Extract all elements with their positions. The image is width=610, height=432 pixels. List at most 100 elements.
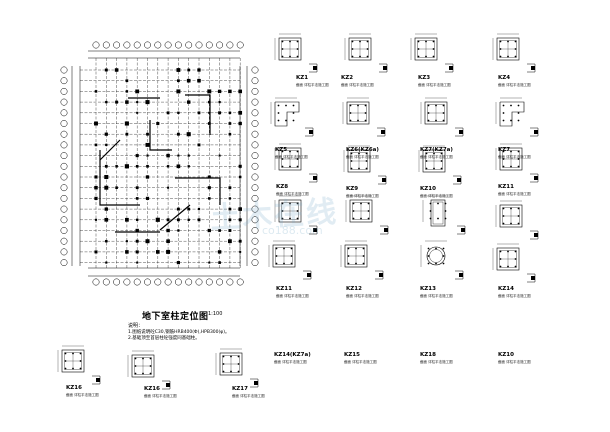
rebar-dot — [425, 55, 427, 58]
rebar-dot — [296, 158, 299, 160]
column-section-note: 截面 详柱平法施工图 — [498, 360, 531, 364]
rebar-dot — [517, 215, 520, 217]
rebar-dot — [72, 352, 74, 355]
plan-column — [135, 197, 139, 200]
axis-bubble-left — [60, 237, 68, 245]
column-section — [343, 145, 387, 185]
rebar-dot — [275, 247, 278, 250]
rebar-dot — [437, 202, 439, 205]
plan-column — [176, 261, 180, 265]
plan-column — [124, 164, 129, 169]
plan-column — [228, 229, 232, 232]
rebar-dot — [358, 167, 360, 170]
axis-bubble-bottom — [113, 278, 121, 286]
rebar-dot — [417, 48, 420, 50]
rebar-dot — [277, 119, 280, 122]
column-section — [345, 195, 389, 235]
axis-bubble-top — [185, 41, 193, 49]
rebar-dot — [360, 217, 362, 220]
column-section-note: 截面 详柱平法施工图 — [498, 83, 531, 87]
plan-column — [125, 90, 129, 93]
axis-bubble-left — [60, 227, 68, 234]
rebar-dot — [507, 40, 509, 43]
plan-column — [104, 174, 109, 180]
plan-column — [187, 207, 191, 211]
axis-bubble-top — [216, 41, 224, 49]
rebar-dot — [425, 152, 428, 155]
rebar-dot — [502, 150, 505, 153]
axis-bubble-right — [251, 120, 259, 127]
rebar-dot — [149, 365, 152, 367]
rebar-dot — [517, 104, 520, 107]
axis-bubble-right — [251, 227, 259, 234]
rebar-dot — [444, 217, 447, 220]
column-section-note: 截面 详柱平法施工图 — [232, 394, 265, 398]
rebar-dot — [417, 55, 420, 58]
plan-column — [208, 197, 211, 200]
column-section — [495, 97, 539, 137]
rebar-dot — [499, 40, 502, 43]
rebar-dot — [514, 258, 517, 260]
rebar-dot — [364, 112, 367, 114]
plan-column — [135, 186, 139, 190]
rebar-dot — [350, 152, 353, 155]
rebar-dot — [442, 255, 445, 257]
column-section — [57, 345, 101, 385]
rebar-dot — [435, 104, 437, 107]
rebar-dot — [427, 119, 430, 122]
axis-bubble-right — [251, 184, 259, 192]
rebar-dot — [510, 104, 512, 107]
plan-scale: 1:100 — [208, 311, 223, 317]
plan-column — [125, 250, 129, 254]
rebar-dot — [507, 265, 509, 268]
rebar-dot — [517, 119, 520, 122]
rebar-dot — [275, 255, 278, 257]
column-id-label: KZ8 — [276, 184, 289, 190]
column-id-label: KZ4 — [498, 75, 511, 81]
rebar-dot — [437, 217, 439, 220]
rebar-dot — [347, 255, 350, 257]
plan-column — [105, 239, 108, 243]
rebar-dot — [502, 207, 505, 210]
plan-column — [166, 228, 170, 233]
axis-bubble-right — [251, 194, 259, 202]
column-id-label: KZ13 — [420, 286, 436, 292]
axis-bubble-right — [251, 173, 259, 181]
axis-bubble-top — [236, 41, 244, 49]
axis-bubble-bottom — [144, 278, 151, 286]
rebar-dot — [222, 363, 225, 365]
rebar-dot — [364, 119, 367, 122]
plan-column — [177, 79, 180, 83]
rebar-dot — [355, 262, 357, 265]
plan-column — [218, 229, 221, 232]
rebar-dot — [510, 150, 512, 153]
plan-column — [135, 228, 139, 233]
plan-column — [177, 229, 180, 232]
column-section-note: 截面 详柱平法施工图 — [344, 360, 377, 364]
plan-column — [177, 111, 180, 114]
rebar-dot — [444, 202, 447, 205]
column-section — [215, 348, 259, 388]
plan-column — [238, 218, 242, 222]
rebar-dot — [433, 152, 435, 155]
column-section — [268, 240, 312, 280]
plan-column — [104, 132, 108, 136]
plan-column — [218, 261, 221, 264]
rebar-dot — [362, 247, 365, 250]
rebar-dot — [349, 112, 352, 114]
rebar-dot — [281, 48, 284, 50]
rebar-dot — [351, 40, 354, 43]
axis-bubble-right — [251, 237, 259, 245]
axis-bubble-top — [174, 41, 182, 49]
rebar-dot — [237, 370, 240, 373]
column-layout-plan — [71, 50, 248, 277]
plan-column — [166, 218, 170, 222]
rebar-dot — [64, 352, 67, 355]
column-id-label: KZ10 — [420, 186, 436, 192]
plan-column — [208, 261, 211, 264]
column-section-note: 截面 详柱平法施工图 — [276, 294, 309, 298]
plan-column — [228, 239, 232, 244]
rebar-dot — [427, 247, 430, 250]
rebar-dot — [517, 112, 520, 114]
plan-column — [228, 197, 232, 200]
